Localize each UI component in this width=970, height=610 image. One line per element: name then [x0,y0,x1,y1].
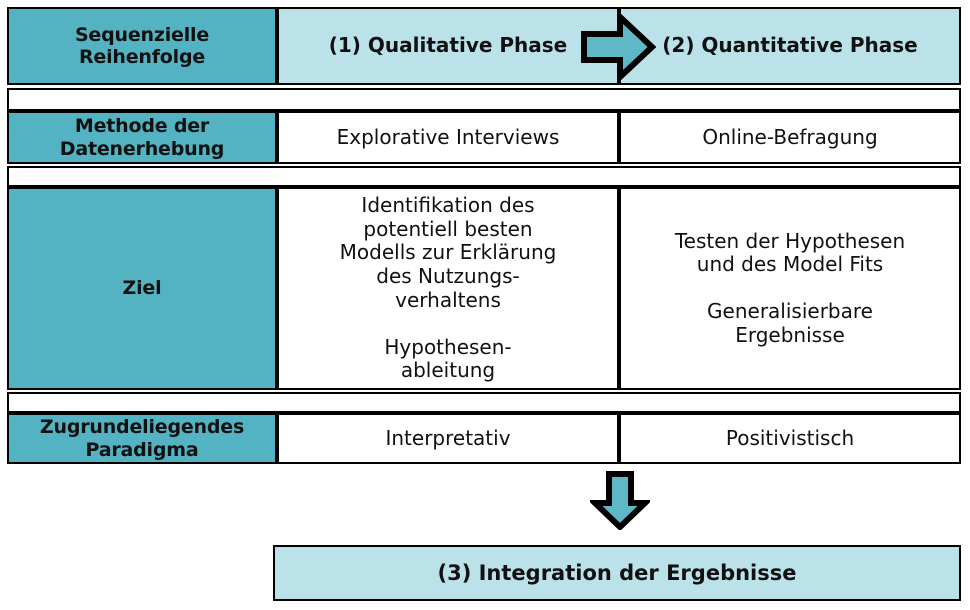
phase-header-qualitative-text: (1) Qualitative Phase [328,33,568,58]
cell-data-collection-quantitative-text: Online-Befragung [702,124,878,149]
cell-goal-quantitative-text: Testen der Hypothesen und des Model Fits… [674,228,906,347]
row-label-underlying-paradigm-text: Zugrundeliegendes Paradigma [39,416,245,461]
row-label-sequential-order: Sequenzielle Reihenfolge [7,7,277,85]
spacer-row-2 [7,166,961,187]
cell-paradigm-quantitative-text: Positivistisch [725,425,855,450]
spacer-row-1 [7,88,961,111]
row-label-data-collection-method-text: Methode der Datenerhebung [59,115,225,160]
phase-header-qualitative: (1) Qualitative Phase [277,7,619,85]
cell-goal-qualitative-text: Identifikation des potentiell besten Mod… [339,193,557,383]
down-block-arrow-icon [590,471,650,530]
row-label-underlying-paradigm: Zugrundeliegendes Paradigma [7,413,277,464]
cell-paradigm-qualitative-text: Interpretativ [385,425,511,450]
cell-goal-qualitative: Identifikation des potentiell besten Mod… [277,187,619,390]
cell-paradigm-quantitative: Positivistisch [619,413,961,464]
cell-data-collection-qualitative-text: Explorative Interviews [336,124,560,149]
row-label-goal-text: Ziel [122,277,162,300]
integration-results-text: (3) Integration der Ergebnisse [437,560,797,585]
phase-header-quantitative-text: (2) Quantitative Phase [662,33,918,58]
phase-header-quantitative: (2) Quantitative Phase [619,7,961,85]
cell-goal-quantitative: Testen der Hypothesen und des Model Fits… [619,187,961,390]
row-label-goal: Ziel [7,187,277,390]
integration-results-box: (3) Integration der Ergebnisse [273,545,961,601]
cell-data-collection-qualitative: Explorative Interviews [277,111,619,164]
cell-paradigm-qualitative: Interpretativ [277,413,619,464]
row-label-data-collection-method: Methode der Datenerhebung [7,111,277,164]
spacer-row-3 [7,392,961,413]
row-label-sequential-order-text: Sequenzielle Reihenfolge [74,23,210,68]
cell-data-collection-quantitative: Online-Befragung [619,111,961,164]
